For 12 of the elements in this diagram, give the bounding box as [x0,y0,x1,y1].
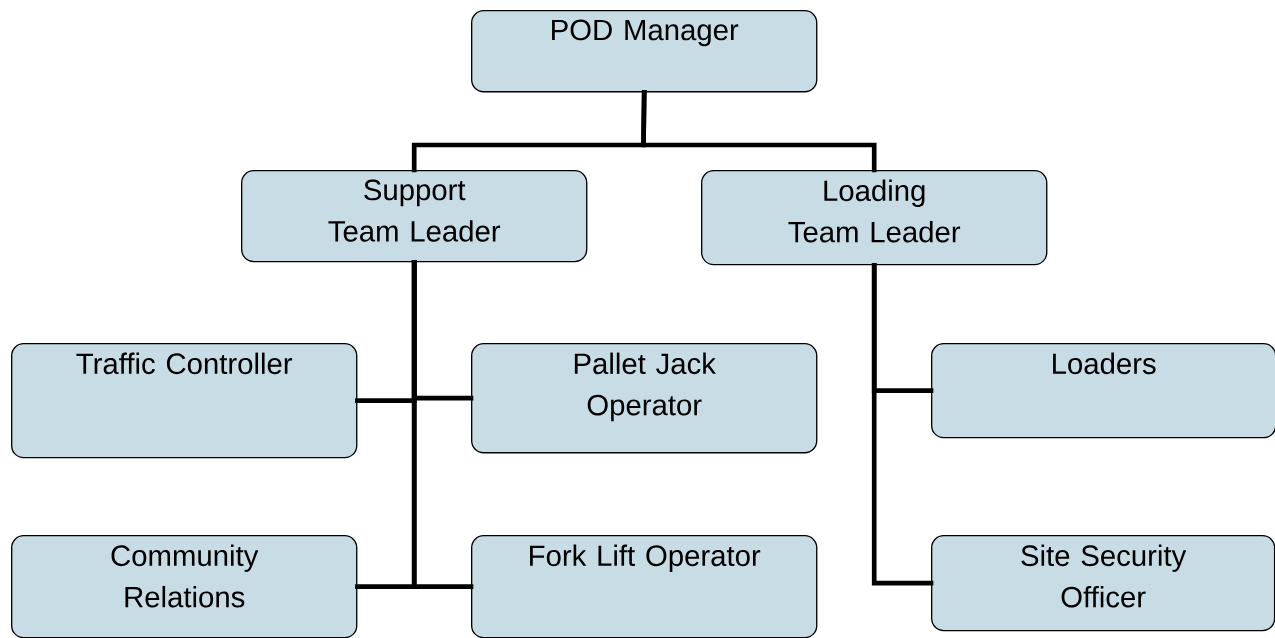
org-box: Pallet Jack Operator [471,343,818,454]
org-box: Loading Team Leader [701,170,1048,266]
connector-line [641,90,877,173]
org-box: Loaders [931,343,1275,439]
org-box: Support Team Leader [241,170,588,263]
connector-line [871,263,934,586]
org-box: Fork Lift Operator [471,535,818,638]
org-box: Site Security Officer [931,535,1275,632]
org-box: Community Relations [11,535,358,638]
org-box: POD Manager [471,10,818,93]
org-box: Traffic Controller [11,343,358,459]
connector-line [411,259,474,589]
